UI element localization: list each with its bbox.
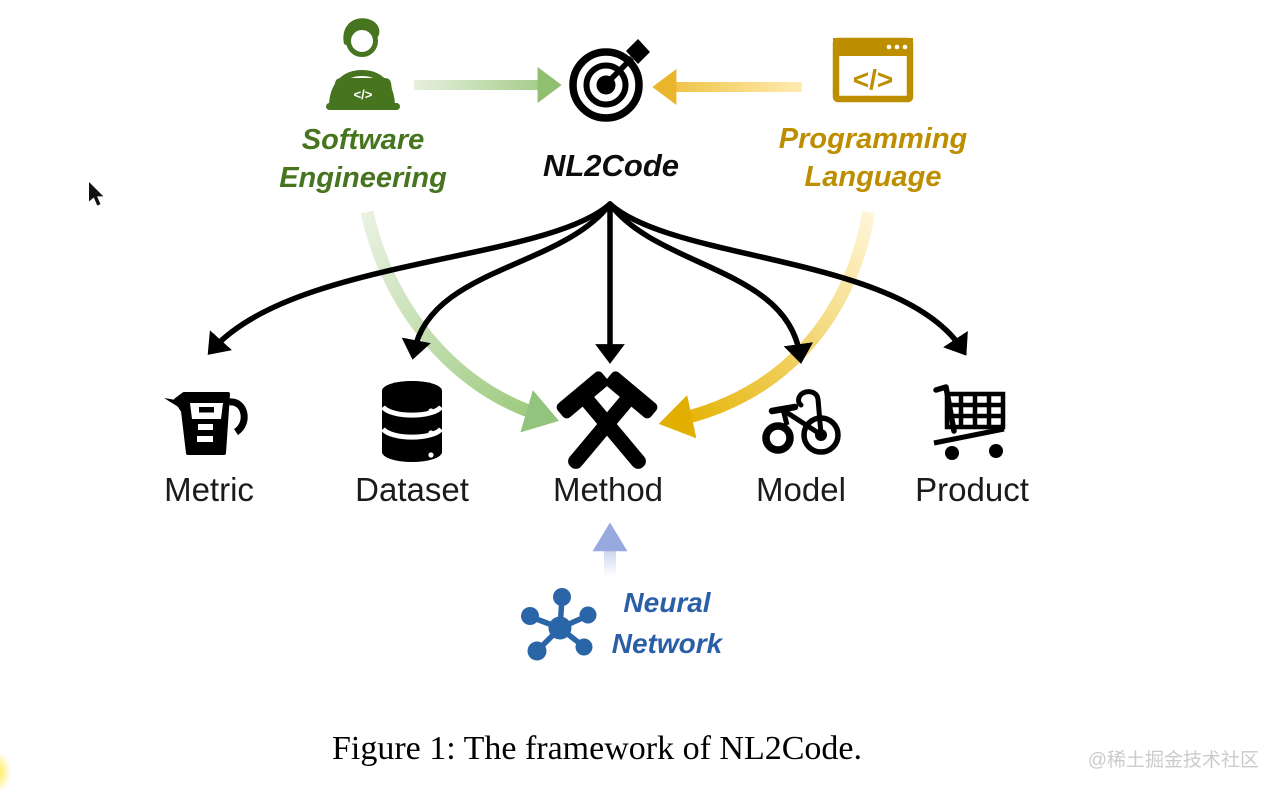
developer-icon: </> <box>326 18 400 110</box>
neural-network-icon <box>521 588 597 661</box>
nl2code-label: NL2Code <box>542 148 680 183</box>
neural-network-label: Neural Network <box>612 583 722 664</box>
product-label: Product <box>915 471 1029 508</box>
metric-label: Metric <box>164 471 254 508</box>
arrow-to-product <box>607 201 968 356</box>
neural-network-line2: Network <box>611 627 723 659</box>
mouse-cursor-icon <box>89 182 104 206</box>
software-engineering-line2: Engineering <box>279 162 447 195</box>
arrow-to-metric <box>207 201 613 355</box>
model-label: Model <box>756 471 846 508</box>
arrow-to-dataset <box>401 201 613 360</box>
watermark: @稀土掘金技术社区 <box>1087 750 1259 771</box>
database-icon <box>380 381 444 462</box>
figure-caption: Figure 1: The framework of NL2Code. <box>331 730 863 767</box>
code-window-icon: </> <box>832 37 914 103</box>
programming-language-line2: Language <box>804 161 942 194</box>
window-code-glyph: </> <box>853 64 893 95</box>
software-engineering-line1: Software <box>301 124 425 156</box>
measuring-cup-icon <box>164 392 248 455</box>
neural-network-line1: Neural <box>623 587 711 618</box>
crossed-hammers-icon <box>556 371 658 469</box>
laptop-code-glyph: </> <box>354 87 373 102</box>
method-label: Method <box>552 471 664 508</box>
arrow-to-model <box>607 201 814 364</box>
shopping-cart-icon <box>933 384 1006 460</box>
programming-language-to-method-arrow <box>658 210 876 439</box>
software-engineering-to-method-arrow <box>360 210 559 433</box>
software-engineering-label: Software Engineering <box>279 121 447 198</box>
tricycle-icon <box>762 389 841 455</box>
programming-language-line1: Programming <box>778 123 968 155</box>
nl2code-fan-arrows <box>207 201 968 364</box>
dataset-label: Dataset <box>355 471 469 508</box>
target-icon <box>569 39 650 122</box>
programming-language-label: Programming Language <box>779 120 968 197</box>
highlight-smudge <box>0 752 11 791</box>
